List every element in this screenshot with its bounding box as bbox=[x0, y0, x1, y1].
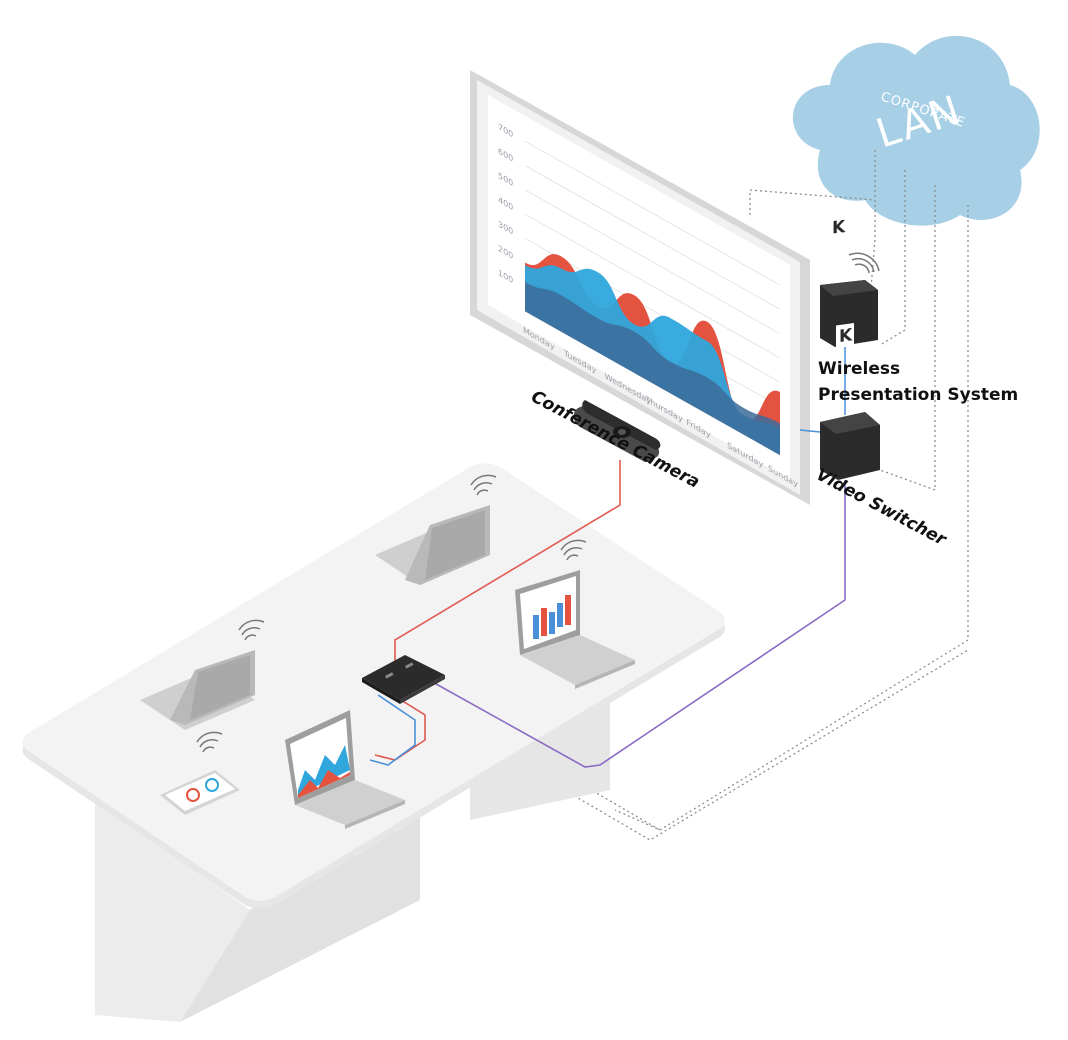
chart-gridline bbox=[525, 213, 780, 359]
chart-gridline bbox=[525, 165, 780, 310]
video-switcher-device: K bbox=[820, 322, 880, 480]
wireless-device-logo: K bbox=[832, 217, 846, 238]
tablet bbox=[160, 731, 240, 815]
video-switcher-label: Video Switcher bbox=[813, 465, 951, 551]
wireless-presentation-device: K bbox=[820, 215, 880, 347]
display-link-cable bbox=[799, 429, 821, 433]
av-cables bbox=[369, 460, 846, 768]
chart-gridline bbox=[525, 140, 780, 286]
laptop-front bbox=[285, 710, 405, 829]
wireless-label-line1: Wireless bbox=[818, 359, 900, 379]
wireless-label-line2: Presentation System bbox=[818, 385, 1018, 405]
chart-areas bbox=[525, 254, 780, 456]
laptop-left bbox=[140, 619, 265, 730]
corporate-lan-cloud: CORPORATE LAN bbox=[792, 35, 1040, 226]
chart-gridline bbox=[525, 189, 780, 335]
conference-camera bbox=[573, 400, 661, 462]
laptop-right bbox=[515, 539, 635, 689]
laptop-back bbox=[375, 474, 497, 585]
switcher-device-logo: K bbox=[839, 325, 853, 347]
table-connection-box bbox=[362, 655, 445, 704]
conference-table bbox=[22, 463, 726, 1022]
chart-area-series-3 bbox=[525, 282, 780, 456]
